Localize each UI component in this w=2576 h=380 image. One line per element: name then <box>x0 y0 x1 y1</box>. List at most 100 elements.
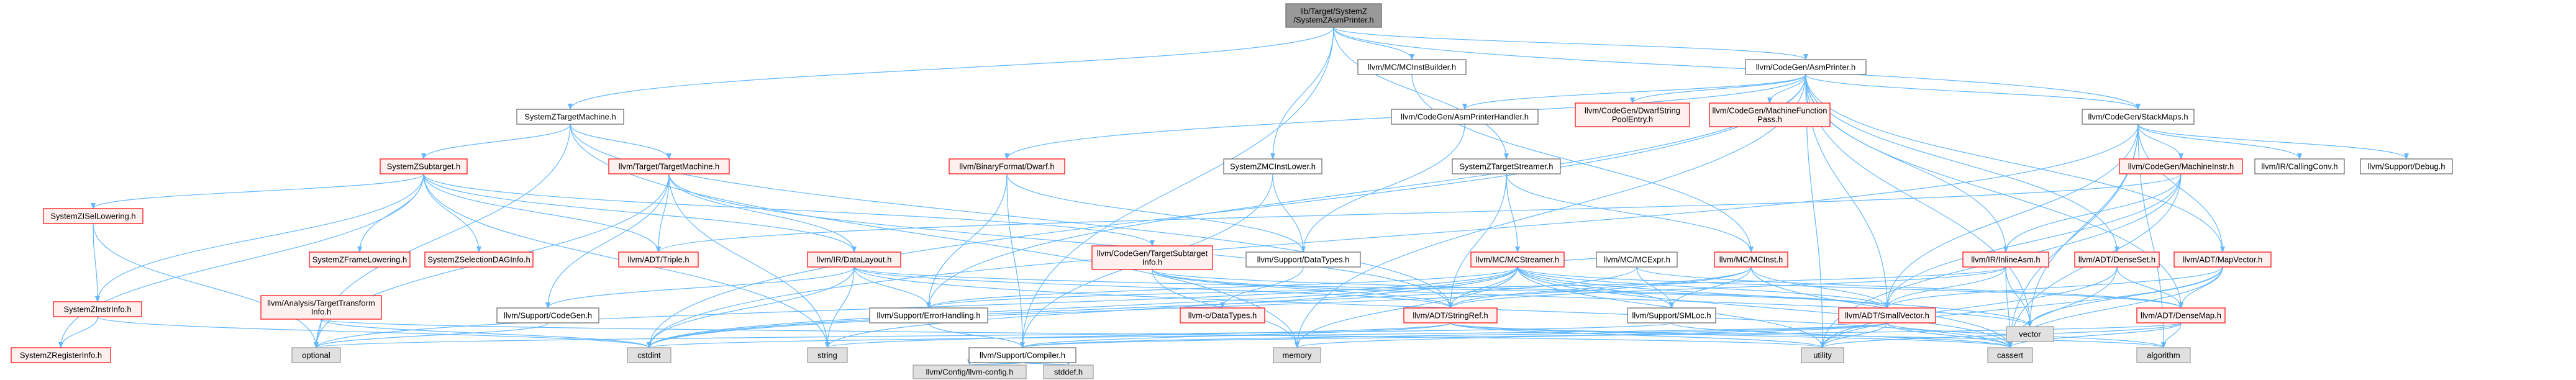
node-szsubtarget[interactable]: SystemZSubtarget.h <box>380 158 468 174</box>
node-box <box>380 158 468 174</box>
node-label: llvm/Config/llvm-config.h <box>926 368 1014 377</box>
node-inlineasm[interactable]: llvm/IR/InlineAsm.h <box>1962 251 2049 268</box>
node-mcinstbuilder[interactable]: llvm/MC/MCInstBuilder.h <box>1357 59 1467 75</box>
node-mcinst[interactable]: llvm/MC/MCInst.h <box>1714 251 1788 268</box>
edge-inlineasm-to-vector <box>2005 266 2032 327</box>
node-datalayout[interactable]: llvm/IR/DataLayout.h <box>807 251 901 268</box>
node-llvmconfig[interactable]: llvm/Config/llvm-config.h <box>913 364 1027 379</box>
node-box <box>2254 158 2345 174</box>
node-box <box>1245 251 1361 268</box>
node-debug[interactable]: llvm/Support/Debug.h <box>2360 158 2453 174</box>
node-label: lib/Target/SystemZ <box>1300 7 1367 16</box>
node-codegen[interactable]: llvm/Support/CodeGen.h <box>496 307 599 323</box>
node-szinstrinfo[interactable]: SystemZInstrInfo.h <box>53 301 142 317</box>
edge-asmprinter-to-inlineasm <box>1805 74 2008 253</box>
node-label: vector <box>2019 330 2041 339</box>
node-callingconv[interactable]: llvm/IR/CallingConv.h <box>2254 158 2345 174</box>
node-mcstreamer[interactable]: llvm/MC/MCStreamer.h <box>1470 251 1565 268</box>
node-cassert[interactable]: cassert <box>1987 347 2033 363</box>
node-label: llvm/CodeGen/TargetSubtarget <box>1097 249 1208 258</box>
nodes-layer: lib/Target/SystemZ/SystemZAsmPrinter.h ll… <box>11 3 2453 379</box>
node-box <box>53 301 142 317</box>
node-triple[interactable]: llvm/ADT/Triple.h <box>618 251 699 268</box>
edge-sztargetstreamer-to-stringref <box>1448 173 1507 309</box>
edge-stackmaps-to-callingconv <box>2137 124 2302 160</box>
edge-machineinstr-to-triple <box>656 173 2182 253</box>
node-stackmaps[interactable]: llvm/CodeGen/StackMaps.h <box>2082 109 2195 125</box>
node-errorhandling[interactable]: llvm/Support/ErrorHandling.h <box>869 307 988 323</box>
edge-mcexpr-to-smloc <box>1636 266 1674 309</box>
edge-mcinst-to-smallvector <box>1750 266 1890 309</box>
node-label: Info.h <box>311 307 332 317</box>
node-cdatatypes[interactable]: llvm-c/DataTypes.h <box>1180 307 1265 323</box>
node-label: Pass.h <box>1757 115 1782 124</box>
node-label: llvm/ADT/DenseMap.h <box>2141 311 2221 320</box>
node-box <box>1273 347 1321 363</box>
node-smallvector[interactable]: llvm/ADT/SmallVector.h <box>1838 307 1936 323</box>
edge-root-to-sztargetstreamer <box>1333 27 1509 160</box>
node-asmprinterhandler[interactable]: llvm/CodeGen/AsmPrinterHandler.h <box>1391 109 1539 125</box>
edge-mcstreamer-to-optional <box>314 266 1518 348</box>
node-asmprinter[interactable]: llvm/CodeGen/AsmPrinter.h <box>1745 59 1867 75</box>
node-root[interactable]: lib/Target/SystemZ/SystemZAsmPrinter.h <box>1285 3 1382 28</box>
node-szregisterinfo[interactable]: SystemZRegisterInfo.h <box>11 347 111 363</box>
node-box <box>1403 307 1498 323</box>
node-mcexpr[interactable]: llvm/MC/MCExpr.h <box>1596 251 1678 268</box>
node-smloc[interactable]: llvm/Support/SMLoc.h <box>1627 307 1716 323</box>
node-targetmachine[interactable]: llvm/Target/TargetMachine.h <box>608 158 730 174</box>
node-box <box>1709 102 1831 127</box>
node-memory[interactable]: memory <box>1273 347 1321 363</box>
edge-mapvector-to-vector <box>2028 266 2223 327</box>
node-sztargetstreamer[interactable]: SystemZTargetStreamer.h <box>1452 158 1561 174</box>
node-vector[interactable]: vector <box>2006 326 2054 342</box>
node-box <box>1801 347 1844 363</box>
edge-datalayout-to-cstdint <box>647 266 855 348</box>
node-box <box>1223 158 1322 174</box>
node-denseset[interactable]: llvm/ADT/DenseSet.h <box>2074 251 2160 268</box>
node-label: llvm/ADT/SmallVector.h <box>1845 311 1929 320</box>
edge-tstinfo-to-smallvector <box>1152 269 1890 309</box>
node-label: llvm/CodeGen/AsmPrinterHandler.h <box>1401 112 1529 122</box>
edge-targetmachine-to-string <box>668 173 830 348</box>
edge-tstinfo-to-vector <box>1152 269 2032 327</box>
edge-densemap-to-cassert <box>2008 322 2182 348</box>
node-binaryformatdwarf[interactable]: llvm/BinaryFormat/Dwarf.h <box>949 158 1065 174</box>
node-optional[interactable]: optional <box>291 347 341 363</box>
node-szisellowering[interactable]: SystemZISelLowering.h <box>43 208 143 224</box>
node-label: SystemZISelLowering.h <box>50 212 135 221</box>
node-stddef[interactable]: stddef.h <box>1043 364 1094 379</box>
node-machineinstr[interactable]: llvm/CodeGen/MachineInstr.h <box>2119 158 2243 174</box>
node-string[interactable]: string <box>807 347 848 363</box>
edge-datalayout-to-cassert <box>853 266 2013 348</box>
node-utility[interactable]: utility <box>1801 347 1844 363</box>
node-box <box>2173 251 2272 268</box>
node-szframelowering[interactable]: SystemZFrameLowering.h <box>309 251 411 268</box>
node-algorithm[interactable]: algorithm <box>2136 347 2191 363</box>
node-label: stddef.h <box>1054 368 1083 377</box>
node-densemap[interactable]: llvm/ADT/DenseMap.h <box>2136 307 2226 323</box>
edge-binaryformatdwarf-to-compiler <box>1006 173 1025 348</box>
node-sztm[interactable]: SystemZTargetMachine.h <box>516 109 624 125</box>
node-szselectiondaginfo[interactable]: SystemZSelectionDAGInfo.h <box>424 251 534 268</box>
node-label: llvm/ADT/DenseSet.h <box>2078 255 2155 265</box>
node-label: SystemZTargetMachine.h <box>524 112 616 122</box>
node-label: llvm/Support/Compiler.h <box>980 351 1065 360</box>
edge-datatypes-to-cdatatypes <box>1220 266 1304 309</box>
node-mapvector[interactable]: llvm/ADT/MapVector.h <box>2173 251 2272 268</box>
node-szmcinstlower[interactable]: SystemZMCInstLower.h <box>1223 158 1322 174</box>
node-stringref[interactable]: llvm/ADT/StringRef.h <box>1403 307 1498 323</box>
node-cstdint[interactable]: cstdint <box>627 347 671 363</box>
edge-targetmachine-to-codegen <box>545 173 670 309</box>
node-datatypes[interactable]: llvm/Support/DataTypes.h <box>1245 251 1361 268</box>
edge-root-to-asmprinter <box>1333 27 1808 60</box>
edge-mcexpr-to-cstdint <box>647 266 1637 348</box>
node-compiler[interactable]: llvm/Support/Compiler.h <box>968 347 1076 363</box>
node-label: cassert <box>1997 351 2023 360</box>
node-box <box>2136 307 2226 323</box>
node-label: SystemZTargetStreamer.h <box>1460 162 1554 171</box>
